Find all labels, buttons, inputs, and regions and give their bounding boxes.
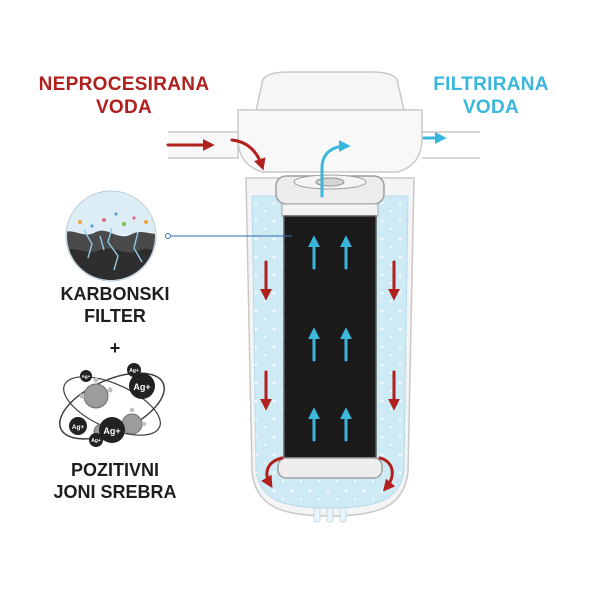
ion-label: Ag+ (82, 374, 91, 379)
carbon-cartridge (275, 174, 385, 479)
ion-label: Ag+ (91, 438, 101, 444)
ion-label: Ag+ (133, 382, 150, 392)
carbon-closeup-icon (65, 190, 157, 282)
inlet-label-line-2: VODA (95, 96, 153, 118)
inlet-label-line-1: NEPROCESIRANA (38, 74, 210, 95)
flow-arrow-icon (230, 138, 266, 171)
outlet-label: FILTRIRANA VODA (400, 74, 582, 120)
flow-arrow-icon (378, 456, 396, 492)
ion-label: Ag+ (72, 424, 85, 431)
ion-label: Ag+ (129, 368, 139, 374)
carbon-label-line-1: KARBONSKI (60, 284, 170, 304)
callout-line (165, 233, 292, 239)
silver-ions-label: POZITIVNI JONI SREBRA (30, 460, 200, 503)
flow-arrow-icon (261, 456, 284, 489)
outlet-label-line-2: VODA (462, 96, 520, 118)
plus-sign: + (109, 338, 121, 358)
inlet-label: NEPROCESIRANA VODA (18, 74, 230, 120)
silver-label-line-2: JONI SREBRA (53, 481, 177, 502)
silver-ion-icon: Ag+ Ag+ Ag+ Ag+ Ag+ Ag+ (59, 363, 165, 447)
housing-head (168, 71, 480, 173)
outlet-flow (308, 132, 447, 442)
carbon-filter-label: KARBONSKI FILTER (40, 284, 190, 327)
flow-arrow-icon (320, 140, 351, 198)
carbon-label-line-2: FILTER (84, 305, 146, 326)
silver-label-line-1: POZITIVNI (70, 460, 159, 480)
outlet-label-line-1: FILTRIRANA (433, 74, 549, 95)
inlet-flow (166, 138, 400, 492)
ion-group: Ag+ Ag+ Ag+ Ag+ Ag+ Ag+ (69, 363, 155, 447)
ion-label: Ag+ (103, 426, 120, 436)
